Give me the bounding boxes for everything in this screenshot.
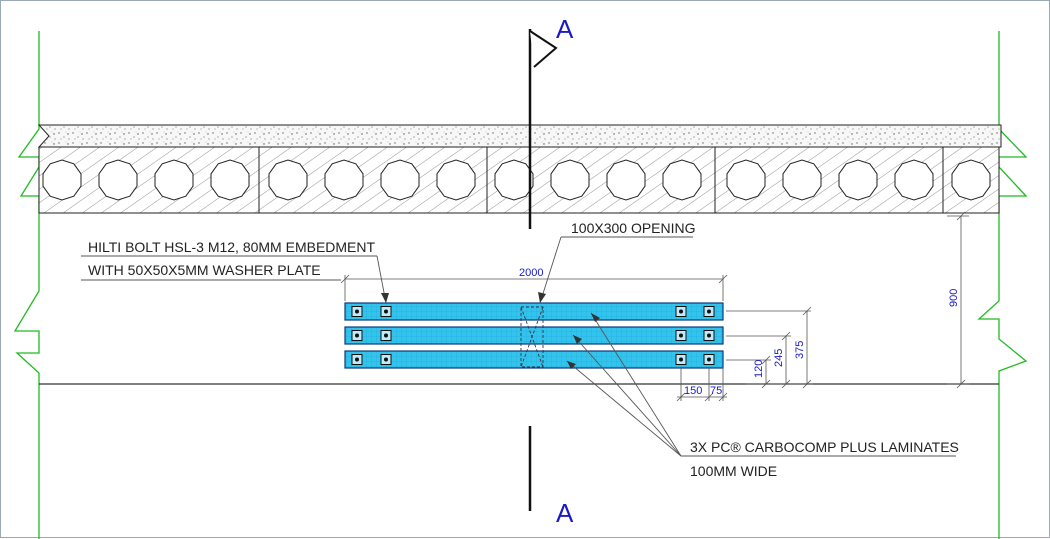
hollowcore-void	[951, 159, 991, 201]
anchor-bolt	[679, 333, 683, 338]
left-column-outline	[13, 31, 40, 539]
laminates-label-line2: 100MM WIDE	[690, 463, 777, 479]
anchor-bolt	[355, 357, 359, 362]
topping-screed	[37, 124, 1002, 148]
hollowcore-void	[268, 159, 308, 201]
hollowcore-void	[380, 159, 420, 201]
laminates-label-line1: 3X PC® CARBOCOMP PLUS LAMINATES	[690, 439, 959, 455]
anchor-bolt	[384, 357, 388, 362]
anchor-bolt	[707, 333, 711, 338]
hollowcore-void	[436, 159, 476, 201]
dimension-150-label: 150	[684, 385, 702, 397]
hilti-bolt-label-line1: HILTI BOLT HSL-3 M12, 80MM EMBEDMENT	[88, 239, 376, 255]
anchor-bolt	[384, 309, 388, 314]
section-mark-top: A	[556, 14, 574, 44]
hilti-bolt-label-line2: WITH 50X50X5MM WASHER PLATE	[88, 262, 321, 278]
opening-label: 100X300 OPENING	[571, 220, 696, 236]
hollowcore-void	[494, 159, 534, 201]
anchor-bolt	[707, 309, 711, 314]
dimension-lines-right	[726, 211, 969, 389]
anchor-bolt	[355, 333, 359, 338]
hollowcore-void	[662, 159, 702, 201]
anchor-bolt	[355, 309, 359, 314]
anchor-bolt	[707, 357, 711, 362]
hollowcore-void	[550, 159, 590, 201]
dimension-lines-bottom	[676, 367, 728, 402]
hollowcore-void	[606, 159, 646, 201]
dimension-2000-label: 2000	[519, 267, 543, 279]
hollowcore-void	[98, 159, 138, 201]
dimension-overall-length	[340, 274, 728, 301]
laminate-strip-3	[344, 350, 724, 369]
dimension-900-label: 900	[948, 289, 960, 307]
hollowcore-voids	[42, 159, 991, 201]
hollowcore-void	[210, 159, 250, 201]
hilti-bolts	[351, 306, 715, 365]
dimension-375-label: 375	[794, 341, 806, 359]
dimension-245-label: 245	[773, 349, 785, 367]
hollowcore-void	[42, 159, 82, 201]
hollowcore-void	[324, 159, 364, 201]
dimension-120-label: 120	[753, 360, 765, 378]
right-column-outline	[977, 31, 1028, 539]
hollowcore-void	[154, 159, 194, 201]
anchor-bolt	[384, 333, 388, 338]
anchor-bolt	[679, 309, 683, 314]
leader-arrowheads	[381, 292, 600, 369]
leader-lines	[81, 236, 956, 457]
hollowcore-void	[894, 159, 934, 201]
opening-symbol	[520, 306, 544, 368]
section-arrow-flag	[529, 30, 558, 68]
dimension-75-label: 75	[710, 385, 722, 397]
hollowcore-void	[838, 159, 878, 201]
laminate-strip-1	[344, 302, 724, 321]
laminate-strip-2	[344, 326, 724, 345]
hollowcore-void	[782, 159, 822, 201]
anchor-bolt	[679, 357, 683, 362]
section-mark-bottom: A	[556, 498, 574, 528]
hollowcore-void	[726, 159, 766, 201]
